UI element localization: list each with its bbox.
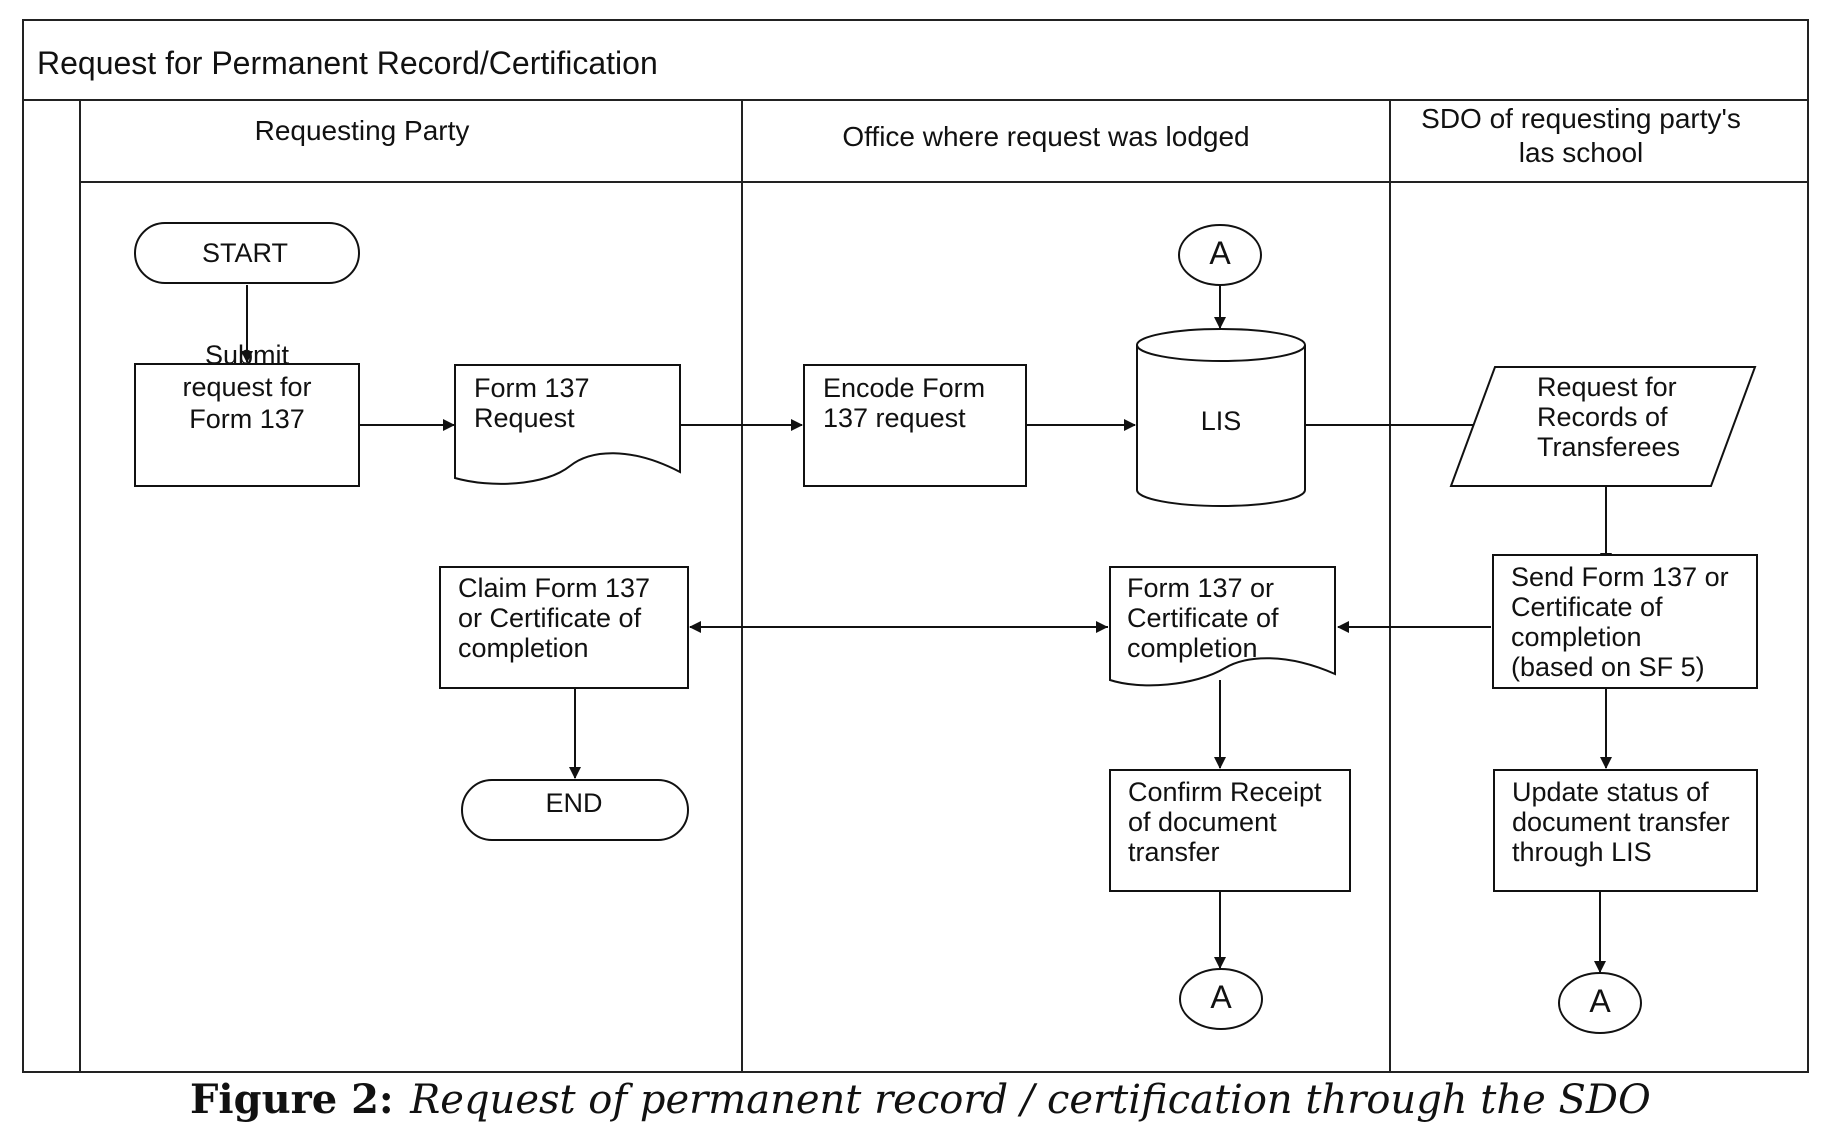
svg-text:A: A bbox=[1210, 979, 1232, 1015]
svg-text:START: START bbox=[202, 238, 288, 268]
label-line: Form 137 bbox=[474, 373, 590, 403]
label-line: Certificate of bbox=[1511, 592, 1663, 622]
label-line: Confirm Receipt bbox=[1128, 777, 1322, 807]
end-terminator: END bbox=[461, 779, 689, 841]
label-line: Submit bbox=[205, 340, 290, 370]
label-line: A bbox=[1209, 235, 1231, 271]
label-line: completion bbox=[1511, 622, 1642, 652]
start-terminator: START bbox=[134, 222, 360, 284]
label-line: Records of bbox=[1537, 402, 1668, 432]
label-line: Send Form 137 or bbox=[1511, 562, 1729, 592]
label-line: (based on SF 5) bbox=[1511, 652, 1705, 682]
label-line: through LIS bbox=[1512, 837, 1652, 867]
figure-caption-text: Request of permanent record / certificat… bbox=[409, 1077, 1651, 1123]
lane-header-requesting-party: Requesting Party bbox=[255, 115, 470, 146]
label-line: Form 137 bbox=[189, 404, 305, 434]
label-line: las school bbox=[1519, 137, 1644, 168]
svg-text:END: END bbox=[545, 788, 602, 818]
lane-header-office: Office where request was lodged bbox=[842, 121, 1249, 152]
diagram-frame bbox=[22, 19, 1809, 1073]
label-line: or Certificate of bbox=[458, 603, 642, 633]
label-line: Request for bbox=[1537, 372, 1677, 402]
label-line: of document bbox=[1128, 807, 1277, 837]
label-line: transfer bbox=[1128, 837, 1220, 867]
label-line: document transfer bbox=[1512, 807, 1730, 837]
label-line: SDO of requesting party's bbox=[1421, 103, 1741, 134]
connector-a-bottom-office: A bbox=[1179, 968, 1263, 1030]
label-line: Certificate of bbox=[1127, 603, 1279, 633]
svg-text:A: A bbox=[1209, 235, 1231, 271]
label-line: END bbox=[545, 788, 602, 818]
diagram-title: Request for Permanent Record/Certificati… bbox=[37, 45, 658, 81]
connector-a-top: A bbox=[1178, 224, 1262, 286]
svg-text:A: A bbox=[1589, 983, 1611, 1019]
label-line: Claim Form 137 bbox=[458, 573, 650, 603]
label-line: A bbox=[1589, 983, 1611, 1019]
label-line: Update status of bbox=[1512, 777, 1709, 807]
label-line: Office where request was lodged bbox=[842, 121, 1249, 152]
label-line: completion bbox=[1127, 633, 1258, 663]
label-line: START bbox=[202, 238, 288, 268]
label-line: Requesting Party bbox=[255, 115, 470, 146]
label-line: completion bbox=[458, 633, 589, 663]
label-line: Encode Form bbox=[823, 373, 985, 403]
label-line: 137 request bbox=[823, 403, 966, 433]
label-line: LIS bbox=[1201, 406, 1242, 436]
connector-a-bottom-sdo: A bbox=[1558, 972, 1642, 1034]
label-line: Transferees bbox=[1537, 432, 1680, 462]
label-line: Request bbox=[474, 403, 575, 433]
figure-caption: Figure 2: Request of permanent record / … bbox=[190, 1076, 1651, 1123]
label-line: request for bbox=[182, 372, 311, 402]
figure-caption-label: Figure 2: bbox=[190, 1076, 394, 1123]
label-line: Form 137 or bbox=[1127, 573, 1274, 603]
svg-text:LIS: LIS bbox=[1201, 406, 1242, 436]
label-line: A bbox=[1210, 979, 1232, 1015]
lis-database: LIS bbox=[1136, 328, 1306, 507]
